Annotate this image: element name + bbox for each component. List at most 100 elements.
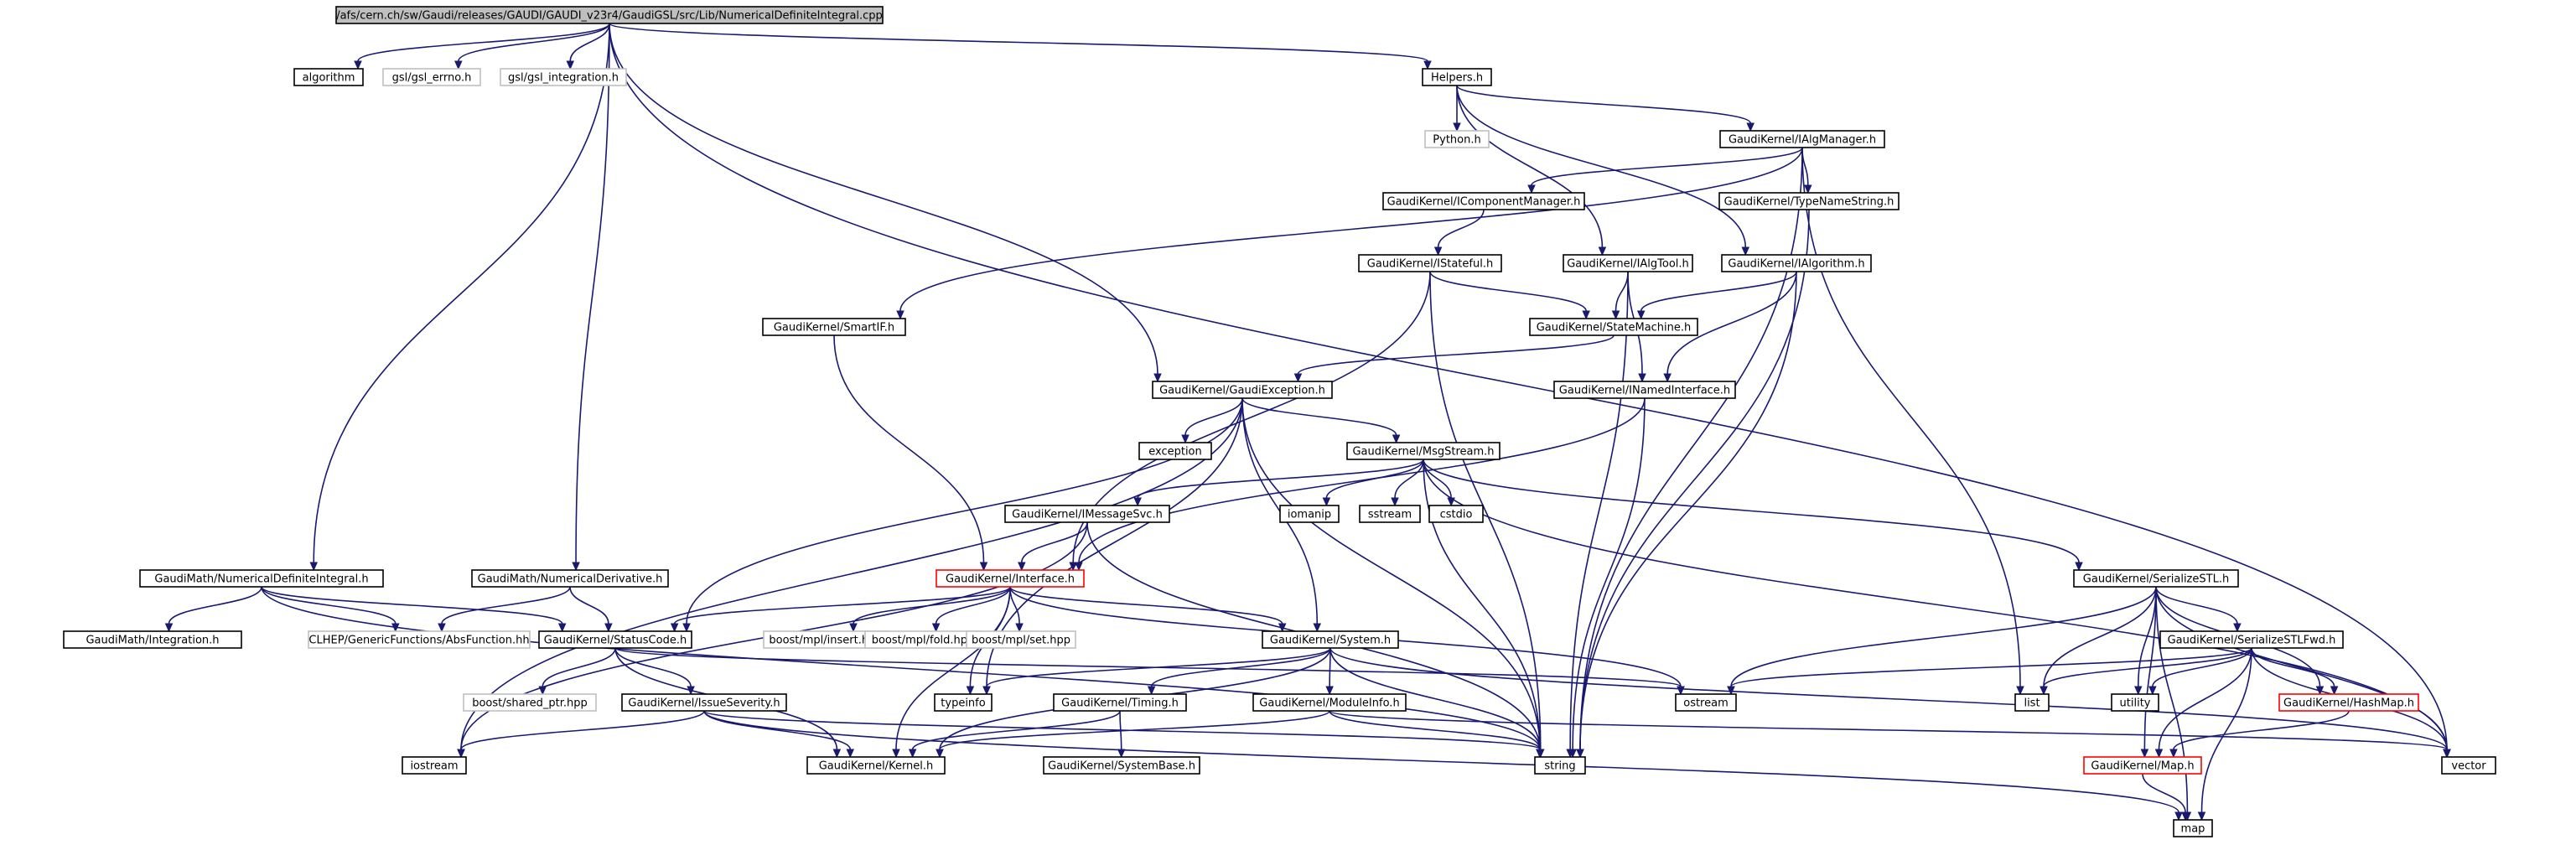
edge-inamedinterface-to-string: [1572, 397, 1646, 750]
node-smartif[interactable]: GaudiKernel/SmartIF.h: [762, 318, 906, 336]
node-timing[interactable]: GaudiKernel/Timing.h: [1053, 693, 1187, 712]
edge-ialgorithm-to-statemachine: [1640, 271, 1797, 312]
node-ialgtool[interactable]: GaudiKernel/IAlgTool.h: [1563, 254, 1693, 272]
node-utility[interactable]: utility: [2111, 693, 2159, 712]
edge-ialgmanager-to-list: [1801, 147, 2021, 687]
node-ialgmanager[interactable]: GaudiKernel/IAlgManager.h: [1719, 130, 1885, 148]
node-root[interactable]: /afs/cern.ch/sw/Gaudi/releases/GAUDI/GAU…: [335, 6, 884, 24]
node-gsl_errno[interactable]: gsl/gsl_errno.h: [382, 68, 481, 86]
edge-ialgorithm-to-string: [1579, 271, 1797, 750]
edge-numdefint-to-statuscode: [261, 586, 563, 625]
node-gaudiexception[interactable]: GaudiKernel/GaudiException.h: [1152, 381, 1333, 399]
node-numdefint[interactable]: GaudiMath/NumericalDefiniteIntegral.h: [139, 569, 384, 588]
node-mpl_set[interactable]: boost/mpl/set.hpp: [966, 630, 1076, 649]
arrowhead-helpers-to-ialgtool: [1598, 246, 1607, 257]
node-box-iostream: [402, 756, 467, 775]
node-sstream[interactable]: sstream: [1359, 505, 1421, 523]
node-imessagesvc[interactable]: GaudiKernel/IMessageSvc.h: [1004, 505, 1170, 523]
node-box-gsl_integration: [500, 68, 627, 86]
node-gsl_integration[interactable]: gsl/gsl_integration.h: [500, 68, 627, 86]
edge-ialgmanager-to-icomponentmanager: [1531, 147, 1803, 186]
node-label-systembase: GaudiKernel/SystemBase.h: [1048, 760, 1195, 773]
arrowhead-ialgmanager-to-typenamestring: [1804, 184, 1812, 194]
node-interface[interactable]: GaudiKernel/Interface.h: [936, 569, 1085, 588]
node-statuscode[interactable]: GaudiKernel/StatusCode.h: [538, 630, 692, 649]
node-system[interactable]: GaudiKernel/System.h: [1262, 630, 1399, 649]
edge-msgstream-to-imessagesvc: [1137, 459, 1424, 499]
node-box-root: [335, 6, 884, 24]
edge-msgstream-to-iomanip: [1325, 459, 1424, 499]
node-hashmap[interactable]: GaudiKernel/HashMap.h: [2278, 693, 2419, 712]
arrowhead-ialgtool-to-statemachine: [1611, 310, 1620, 320]
arrowhead-root-to-gsl_errno: [454, 60, 463, 70]
header-nodes: /afs/cern.ch/sw/Gaudi/releases/GAUDI/GAU…: [63, 6, 2496, 837]
node-box-string: [1534, 756, 1586, 775]
node-label-imessagesvc: GaudiKernel/IMessageSvc.h: [1012, 509, 1163, 521]
node-box-algorithm: [293, 68, 364, 86]
node-icomponentmanager[interactable]: GaudiKernel/IComponentManager.h: [1382, 192, 1585, 210]
edge-system-to-typeinfo: [986, 647, 1331, 687]
node-label-gkmap: GaudiKernel/Map.h: [2091, 760, 2194, 773]
node-box-timing: [1053, 693, 1187, 712]
node-box-moduleinfo: [1252, 693, 1407, 712]
edge-gaudiexception-to-exception: [1184, 397, 1243, 436]
node-exception[interactable]: exception: [1138, 442, 1212, 460]
node-string[interactable]: string: [1534, 756, 1586, 775]
node-box-imessagesvc: [1004, 505, 1170, 523]
arrowhead-root-to-algorithm: [354, 60, 362, 70]
arrowhead-interface-to-mpl_fold: [931, 623, 941, 633]
node-iostream[interactable]: iostream: [402, 756, 467, 775]
node-moduleinfo[interactable]: GaudiKernel/ModuleInfo.h: [1252, 693, 1407, 712]
arrowhead-msgstream-to-iomanip: [1322, 497, 1331, 507]
edge-interface-to-mpl_insert: [853, 586, 1011, 625]
node-gkmap[interactable]: GaudiKernel/Map.h: [2083, 756, 2202, 775]
node-vector[interactable]: vector: [2441, 756, 2496, 775]
node-iomanip[interactable]: iomanip: [1279, 505, 1340, 523]
node-shared_ptr[interactable]: boost/shared_ptr.hpp: [463, 693, 597, 712]
edge-root-to-algorithm: [357, 23, 610, 62]
node-inamedinterface[interactable]: GaudiKernel/INamedInterface.h: [1553, 381, 1736, 399]
node-statemachine[interactable]: GaudiKernel/StateMachine.h: [1529, 318, 1698, 336]
node-issueseverity[interactable]: GaudiKernel/IssueSeverity.h: [621, 693, 787, 712]
node-mpl_insert[interactable]: boost/mpl/insert.hpp: [763, 630, 889, 649]
arrowhead-interface-to-mpl_insert: [849, 623, 858, 633]
edge-numderiv-to-statuscode: [569, 586, 609, 625]
node-absfunction[interactable]: CLHEP/GenericFunctions/AbsFunction.hh: [308, 630, 531, 649]
node-serializestl[interactable]: GaudiKernel/SerializeSTL.h: [2073, 569, 2239, 588]
node-box-typeinfo: [934, 693, 993, 712]
edge-icomponentmanager-to-istateful: [1437, 209, 1485, 248]
node-typenamestring[interactable]: GaudiKernel/TypeNameString.h: [1718, 192, 1900, 210]
node-map[interactable]: map: [2173, 819, 2213, 837]
arrowhead-root-to-gaudiexception: [1153, 373, 1162, 383]
node-label-cstdio: cstdio: [1440, 509, 1473, 521]
node-python[interactable]: Python.h: [1424, 130, 1490, 148]
arrowhead-helpers-to-ialgorithm: [1741, 246, 1750, 257]
node-ostream[interactable]: ostream: [1675, 693, 1737, 712]
edge-istateful-to-statemachine: [1429, 271, 1587, 312]
node-cstdio[interactable]: cstdio: [1428, 505, 1484, 523]
arrowhead-interface-to-typeinfo: [966, 686, 975, 696]
node-integration[interactable]: GaudiMath/Integration.h: [63, 630, 242, 649]
node-kernel[interactable]: GaudiKernel/Kernel.h: [806, 756, 946, 775]
arrowhead-serializestlfwd-to-gkmap: [2154, 749, 2164, 759]
node-istateful[interactable]: GaudiKernel/IStateful.h: [1358, 254, 1502, 272]
node-mpl_fold[interactable]: boost/mpl/fold.hpp: [864, 630, 982, 649]
edge-gaudiexception-to-statuscode: [686, 397, 1243, 625]
arrowhead-helpers-to-python: [1453, 122, 1461, 132]
node-numderiv[interactable]: GaudiMath/NumericalDerivative.h: [471, 569, 669, 588]
edge-interface-to-kernel: [895, 586, 1011, 750]
node-msgstream[interactable]: GaudiKernel/MsgStream.h: [1346, 442, 1501, 460]
node-box-shared_ptr: [463, 693, 597, 712]
node-systembase[interactable]: GaudiKernel/SystemBase.h: [1043, 756, 1200, 775]
arrowhead-imessagesvc-to-interface: [1018, 562, 1026, 572]
node-serializestlfwd[interactable]: GaudiKernel/SerializeSTLFwd.h: [2159, 630, 2344, 649]
node-helpers[interactable]: Helpers.h: [1422, 68, 1492, 86]
node-typeinfo[interactable]: typeinfo: [934, 693, 993, 712]
node-ialgorithm[interactable]: GaudiKernel/IAlgorithm.h: [1721, 254, 1872, 272]
edge-serializestl-to-list: [2043, 586, 2157, 687]
node-algorithm[interactable]: algorithm: [293, 68, 364, 86]
arrowhead-statemachine-to-gaudiexception: [1293, 373, 1303, 383]
node-list[interactable]: list: [2014, 693, 2050, 712]
node-label-icomponentmanager: GaudiKernel/IComponentManager.h: [1387, 196, 1581, 209]
arrowhead-issueseverity-to-map: [2174, 811, 2183, 822]
